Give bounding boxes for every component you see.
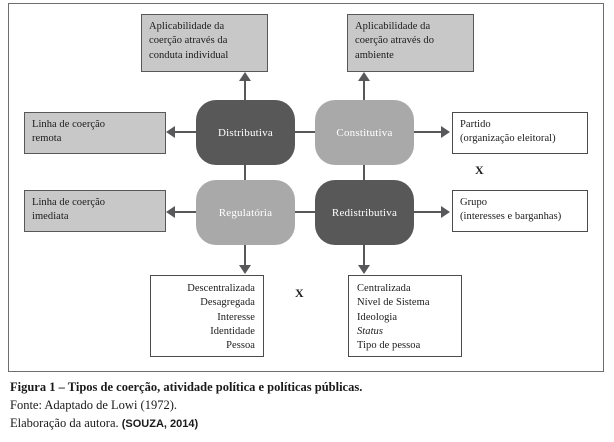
arrowhead-up-ambiente xyxy=(358,72,370,81)
connector-regulatoria-to-attrs-left xyxy=(244,243,246,266)
box-line: Pessoa xyxy=(226,340,255,352)
box-atributos-descentralizada: Descentralizada Desagregada Interesse Id… xyxy=(150,275,264,357)
node-constitutiva[interactable]: Constitutiva xyxy=(315,100,414,165)
box-line: imediata xyxy=(32,211,69,223)
arrowhead-right-grupo xyxy=(441,206,450,218)
arrowhead-down-attrs-right xyxy=(358,265,370,274)
box-line: Aplicabilidade da xyxy=(355,21,431,32)
node-regulatoria[interactable]: Regulatória xyxy=(196,180,295,245)
box-aplicabilidade-conduta-individual: Aplicabilidade da coerção através da con… xyxy=(141,14,268,72)
multiplier-mark-bottom: X xyxy=(295,286,304,300)
arrowhead-up-conduta xyxy=(239,72,251,81)
box-line: Tipo de pessoa xyxy=(357,340,421,352)
arrowhead-right-partido xyxy=(441,126,450,138)
arrowhead-down-attrs-left xyxy=(239,265,251,274)
connector-constitutiva-to-ambiente xyxy=(363,81,365,102)
node-distributiva[interactable]: Distributiva xyxy=(196,100,295,165)
connector-regulatoria-to-imediata xyxy=(175,211,199,213)
box-line: conduta individual xyxy=(149,49,229,61)
connector-redistributiva-to-attrs-right xyxy=(363,243,365,266)
box-line: (organização eleitoral) xyxy=(460,133,556,145)
box-line: Interesse xyxy=(217,311,255,323)
box-line: Partido xyxy=(460,119,491,130)
box-line: coerção através da xyxy=(149,35,228,47)
connector-constitutiva-to-partido xyxy=(412,131,442,133)
caption-citation: (SOUZA, 2014) xyxy=(121,417,199,430)
box-line: coerção através do xyxy=(355,35,435,47)
connector-distributiva-constitutiva xyxy=(292,131,318,133)
box-line: Linha de coerção xyxy=(32,119,106,130)
connector-distributiva-to-conduta xyxy=(244,81,246,102)
box-line: Ideologia xyxy=(357,311,398,323)
caption-title: Figura 1 – Tipos de coerção, atividade p… xyxy=(10,380,363,394)
node-label: Regulatória xyxy=(218,206,273,219)
figure-caption: Figura 1 – Tipos de coerção, atividade p… xyxy=(10,379,606,432)
box-line: Nível de Sistema xyxy=(357,297,430,309)
box-line: (interesses e barganhas) xyxy=(460,211,562,223)
arrowhead-left-imediata xyxy=(166,206,175,218)
box-line: ambiente xyxy=(355,49,394,61)
box-line: Grupo xyxy=(460,197,488,208)
box-partido: Partido (organização eleitoral) xyxy=(452,112,588,154)
caption-author: Elaboração da autora. (SOUZA, 2014) xyxy=(10,415,606,433)
connector-distributiva-to-remota xyxy=(175,131,199,133)
connector-distributiva-regulatoria xyxy=(244,162,246,183)
box-line: Desagregada xyxy=(200,297,255,309)
figure-frame xyxy=(8,3,604,372)
node-label: Constitutiva xyxy=(336,126,393,139)
arrowhead-left-remota xyxy=(166,126,175,138)
box-grupo: Grupo (interesses e barganhas) xyxy=(452,190,588,232)
box-line: Centralizada xyxy=(357,283,411,294)
connector-constitutiva-redistributiva xyxy=(363,162,365,183)
connector-redistributiva-to-grupo xyxy=(412,211,442,213)
box-line: Identidade xyxy=(210,325,255,337)
box-line: Linha de coerção xyxy=(32,197,106,208)
box-line: Descentralizada xyxy=(187,283,255,294)
box-linha-coercao-remota: Linha de coerção remota xyxy=(24,112,166,154)
node-label: Distributiva xyxy=(218,126,273,139)
box-aplicabilidade-ambiente: Aplicabilidade da coerção através do amb… xyxy=(347,14,474,72)
connector-regulatoria-redistributiva xyxy=(292,211,318,213)
box-linha-coercao-imediata: Linha de coerção imediata xyxy=(24,190,166,232)
node-redistributiva[interactable]: Redistributiva xyxy=(315,180,414,245)
multiplier-mark-right: X xyxy=(475,163,484,177)
box-atributos-centralizada: Centralizada Nível de Sistema Ideologia … xyxy=(348,275,462,357)
caption-source: Fonte: Adaptado de Lowi (1972). xyxy=(10,397,177,412)
box-line-status: Status xyxy=(357,325,383,337)
caption-author-prefix: Elaboração da autora. xyxy=(10,415,122,430)
node-label: Redistributiva xyxy=(331,206,398,219)
box-line: remota xyxy=(32,133,62,145)
box-line: Aplicabilidade da xyxy=(149,21,225,32)
